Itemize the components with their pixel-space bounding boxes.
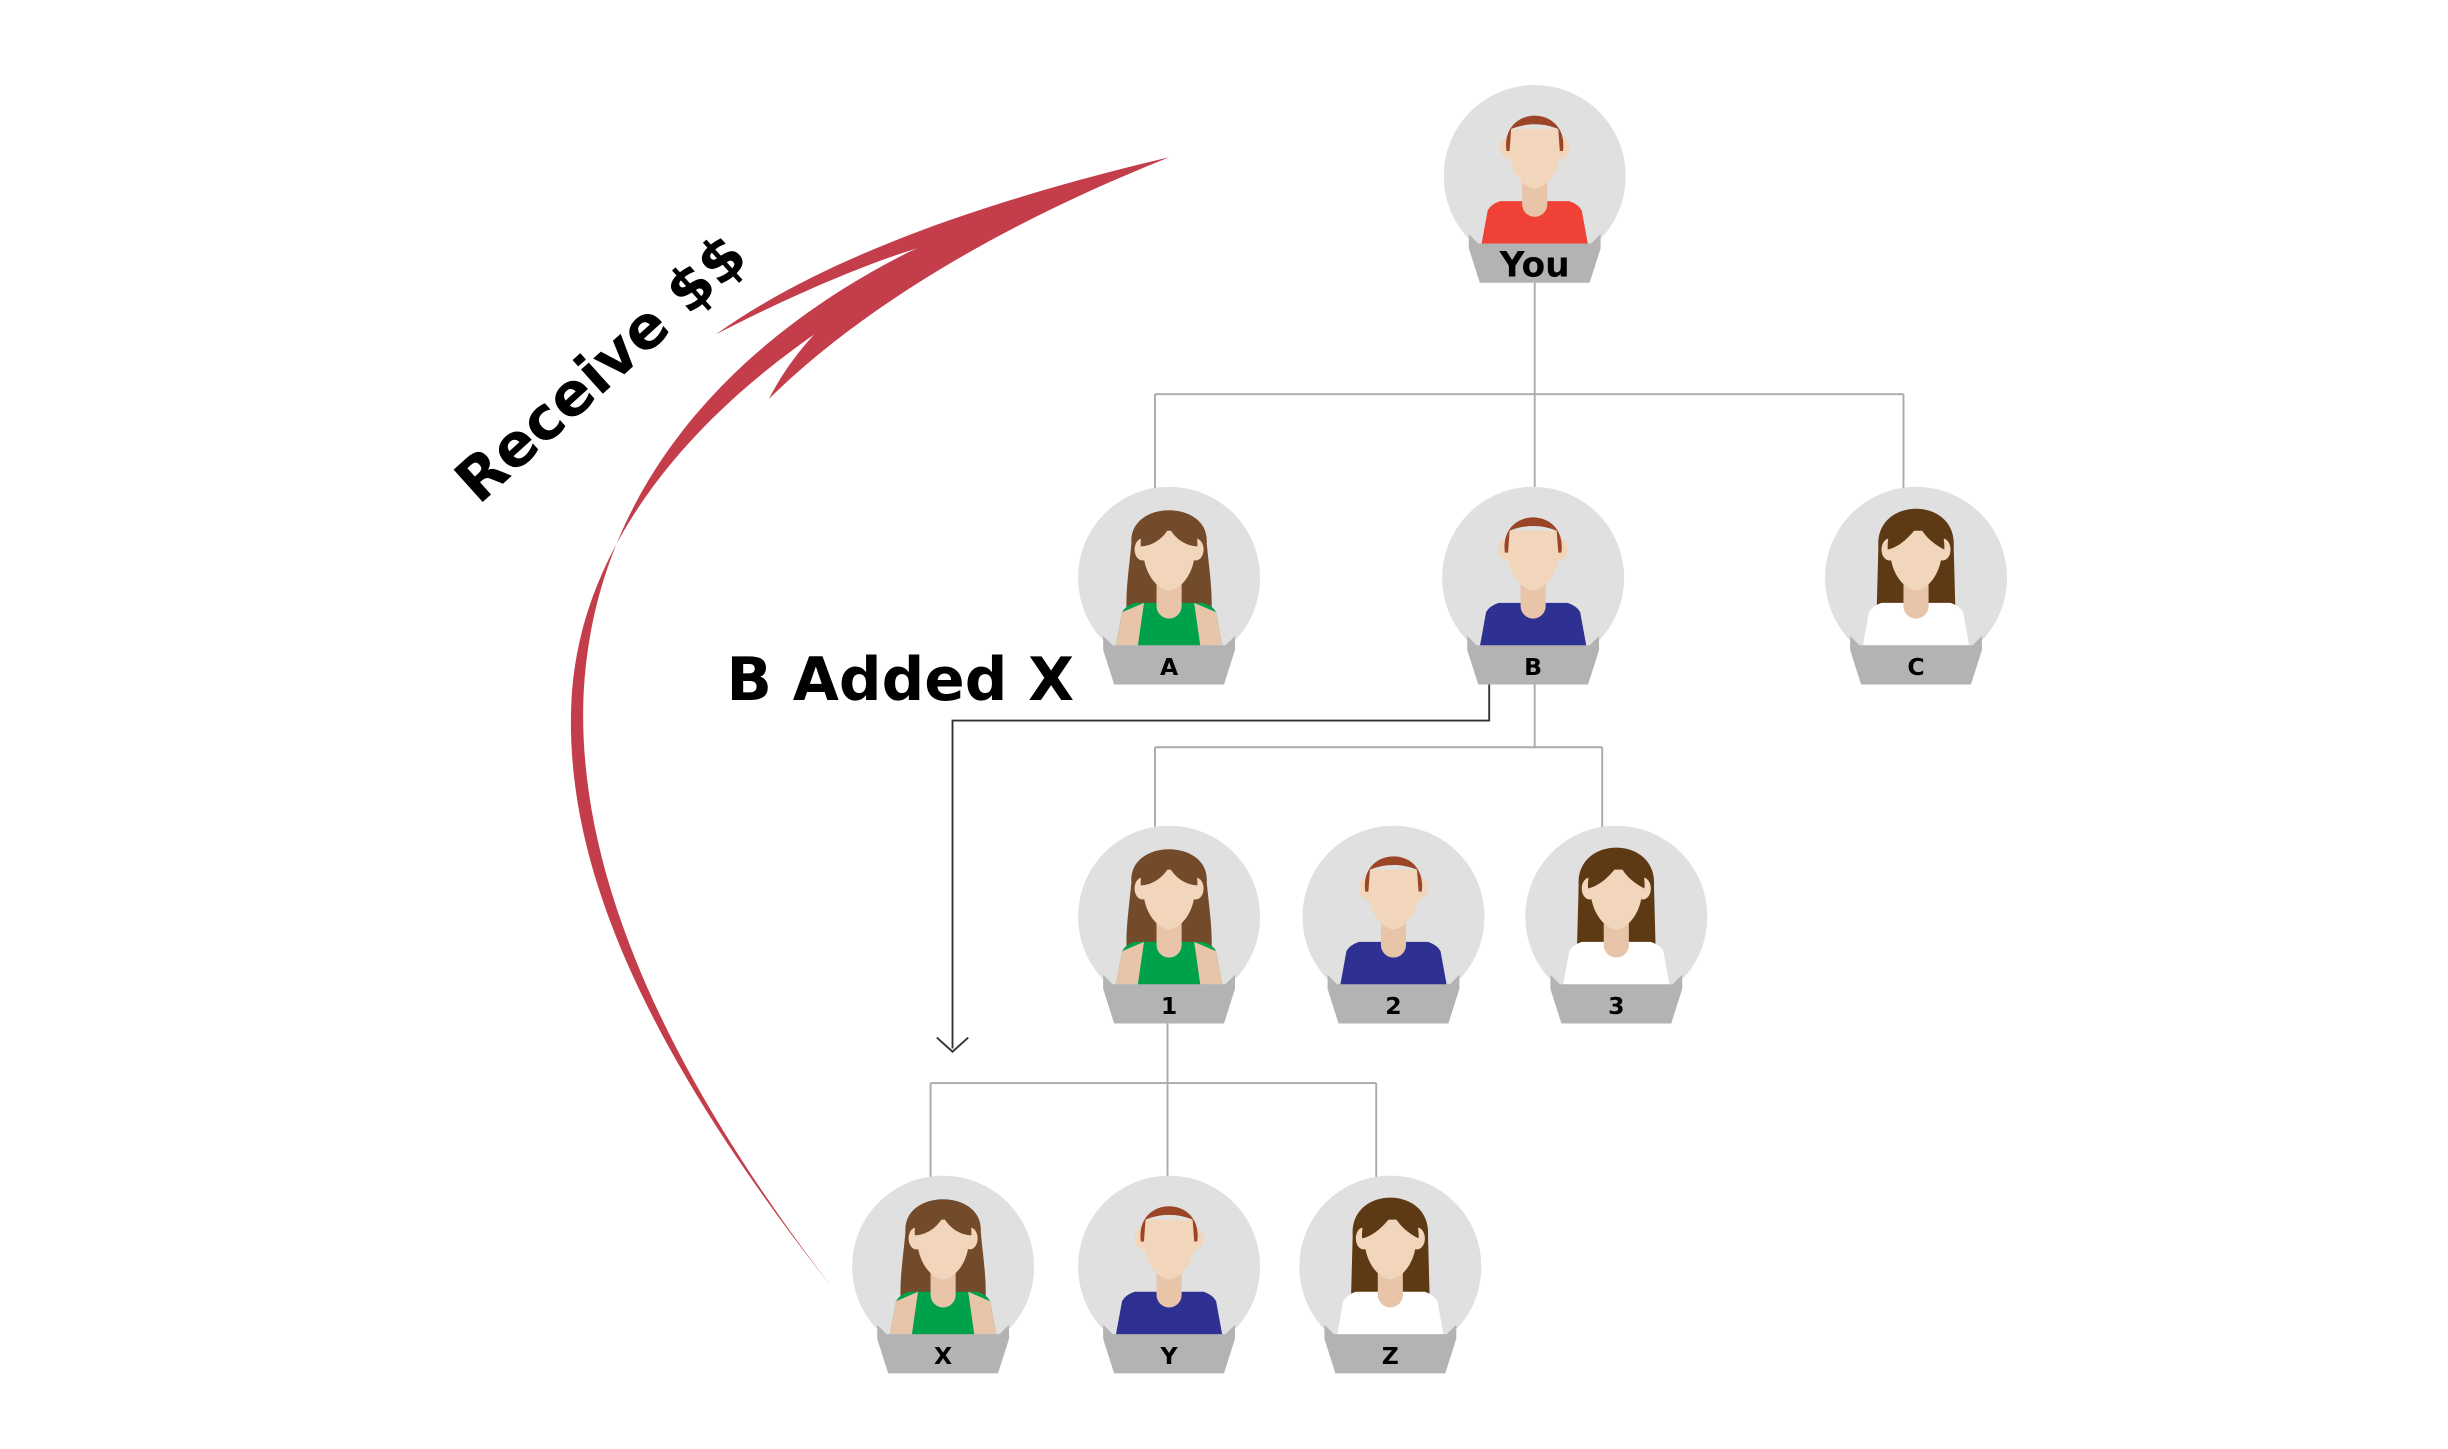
- member-node-x: X: [852, 1175, 1035, 1374]
- hair: [1506, 115, 1564, 151]
- member-node-n1: 1: [1078, 825, 1261, 1024]
- shirt: [1336, 1291, 1444, 1336]
- member-node-c: C: [1825, 486, 2008, 685]
- member-label: 1: [1161, 992, 1177, 1020]
- receive-money-label: Receive $$: [442, 221, 760, 517]
- face: [1890, 530, 1942, 591]
- member-node-b: B: [1442, 486, 1625, 685]
- member-label: C: [1907, 653, 1924, 681]
- name-plate: [1103, 974, 1235, 1024]
- name-plate: [1550, 974, 1683, 1024]
- hair: [1361, 1203, 1419, 1239]
- name-plate: [1327, 974, 1460, 1024]
- name-plate: [1103, 635, 1235, 685]
- member-label: A: [1160, 653, 1179, 681]
- face: [1143, 530, 1195, 591]
- face: [1365, 1219, 1416, 1280]
- connector-1-to-level4: [929, 1023, 1378, 1178]
- name-plate: [1468, 234, 1601, 283]
- member-label: 3: [1608, 992, 1624, 1020]
- b-added-x-arrow: [936, 684, 1491, 1053]
- member-label: Y: [1160, 1342, 1179, 1370]
- shirt: [1115, 1291, 1223, 1336]
- shirt: [1562, 941, 1670, 986]
- member-node-z: Z: [1299, 1175, 1482, 1374]
- hair: [1364, 856, 1423, 892]
- member-node-you: You: [1443, 85, 1626, 285]
- shirt: [889, 1291, 997, 1336]
- member-node-n3: 3: [1525, 825, 1708, 1024]
- name-plate: [1103, 1324, 1235, 1374]
- face: [1591, 869, 1642, 930]
- hair: [1504, 517, 1562, 553]
- shirt: [1862, 602, 1970, 647]
- shirt: [1340, 941, 1447, 986]
- connector-you-to-level2: [1154, 282, 1905, 490]
- hair: [1887, 514, 1945, 550]
- hair: [914, 1202, 972, 1236]
- hair: [1140, 513, 1198, 547]
- member-node-a: A: [1078, 486, 1261, 685]
- b-added-x-label: B Added X: [727, 646, 1075, 715]
- hair: [1587, 853, 1645, 889]
- face: [1143, 1219, 1195, 1280]
- member-node-n2: 2: [1302, 825, 1485, 1024]
- face: [1508, 530, 1559, 591]
- arms: [1115, 602, 1223, 647]
- face: [1368, 869, 1419, 930]
- face: [918, 1219, 969, 1280]
- face: [1509, 128, 1560, 189]
- shirt: [1481, 201, 1589, 246]
- member-label: X: [934, 1342, 952, 1370]
- face: [1143, 869, 1195, 930]
- receive-money-arrow: [570, 157, 1170, 1288]
- chevron-down-icon: [936, 1036, 969, 1053]
- shirt: [1479, 602, 1587, 647]
- member-label: You: [1499, 245, 1570, 285]
- member-label: Z: [1382, 1342, 1399, 1370]
- connector-b-to-level3: [1154, 684, 1604, 829]
- name-plate: [1467, 635, 1600, 685]
- arms: [1115, 941, 1223, 986]
- name-plate: [877, 1324, 1010, 1374]
- name-plate: [1324, 1324, 1457, 1374]
- hair: [1140, 1206, 1198, 1242]
- member-label: 2: [1385, 992, 1401, 1020]
- hair: [1140, 852, 1198, 886]
- member-node-y: Y: [1078, 1175, 1261, 1374]
- name-plate: [1850, 635, 1982, 685]
- member-label: B: [1524, 653, 1542, 681]
- tree-connectors: [929, 282, 1905, 1178]
